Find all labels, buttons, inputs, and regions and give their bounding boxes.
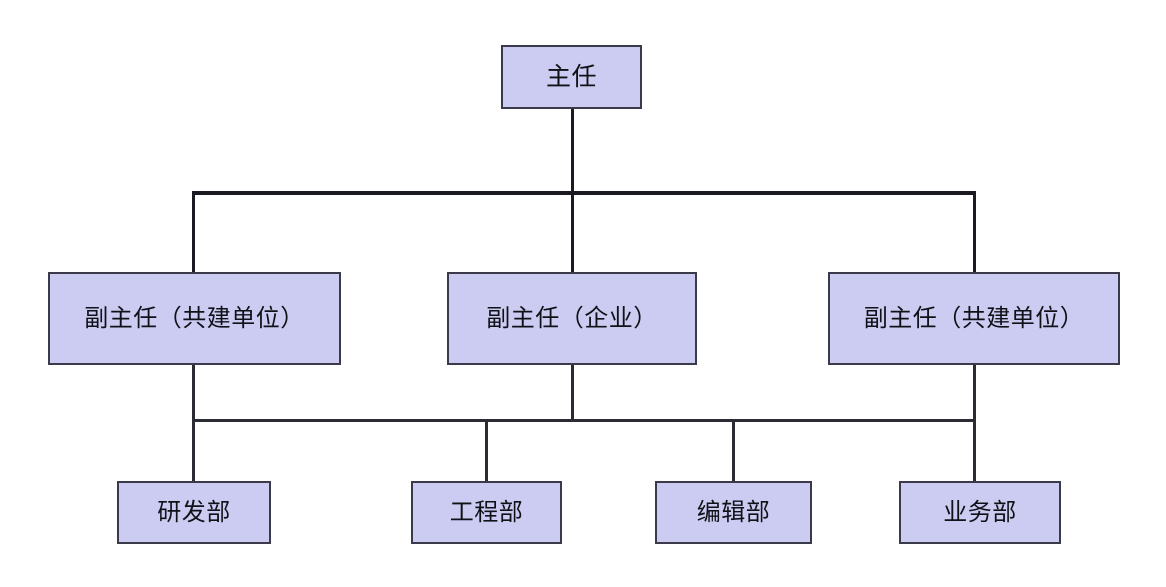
node-deputy-coop-left-label: 副主任（共建单位） [84, 304, 305, 332]
node-director[interactable]: 主任 [501, 45, 642, 109]
node-dept-editorial-label: 编辑部 [696, 498, 771, 526]
node-deputy-enterprise-label: 副主任（企业） [486, 304, 658, 332]
node-dept-editorial[interactable]: 编辑部 [655, 481, 812, 544]
node-dept-rd-label: 研发部 [157, 498, 231, 526]
node-dept-business[interactable]: 业务部 [899, 481, 1061, 544]
connector-drop-deputy-center [571, 191, 574, 273]
node-deputy-coop-right-label: 副主任（共建单位） [863, 304, 1085, 332]
connector-riser-deputy-left [192, 364, 195, 422]
node-dept-rd[interactable]: 研发部 [117, 481, 271, 544]
connector-level3-bus [192, 419, 976, 422]
node-deputy-coop-left[interactable]: 副主任（共建单位） [48, 272, 341, 365]
connector-drop-dept-editorial [732, 419, 735, 482]
node-deputy-coop-right[interactable]: 副主任（共建单位） [828, 272, 1120, 365]
connector-drop-deputy-left [192, 191, 195, 273]
node-director-label: 主任 [545, 62, 597, 91]
node-deputy-enterprise[interactable]: 副主任（企业） [447, 272, 697, 365]
connector-level2-bus [192, 191, 976, 195]
connector-drop-dept-rd [192, 419, 195, 482]
connector-drop-deputy-right [973, 191, 976, 273]
node-dept-engineering-label: 工程部 [449, 498, 524, 526]
connector-riser-deputy-center [571, 364, 574, 422]
connector-drop-dept-business [973, 419, 976, 482]
connector-director-stem [571, 109, 574, 193]
node-dept-engineering[interactable]: 工程部 [411, 481, 562, 544]
connector-drop-dept-engineering [485, 419, 488, 482]
connector-riser-deputy-right [973, 364, 976, 422]
node-dept-business-label: 业务部 [943, 498, 1017, 526]
